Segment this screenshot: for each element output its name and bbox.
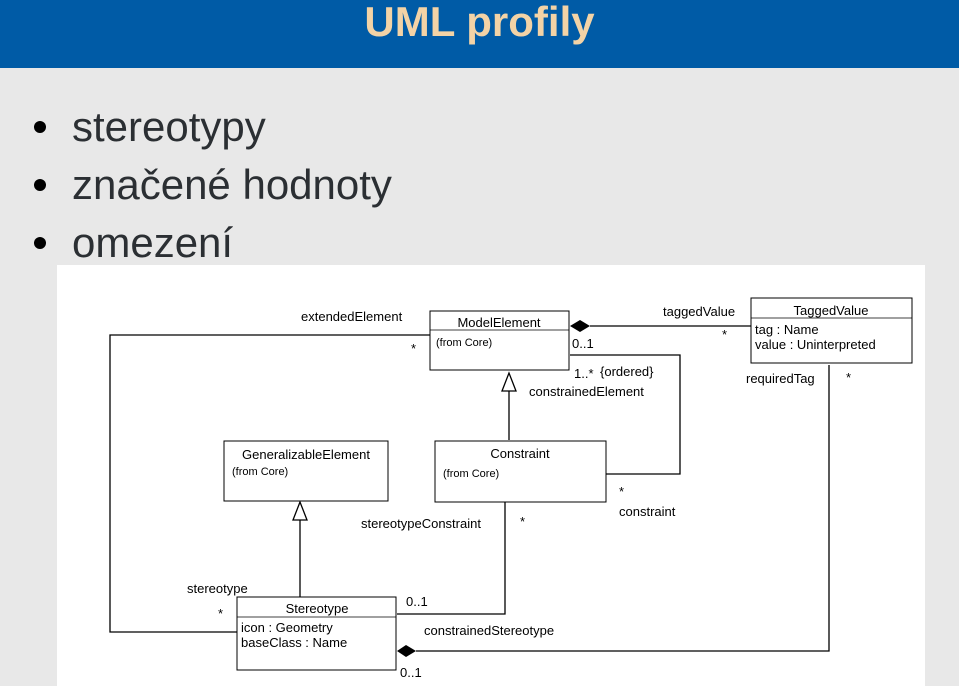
required-tag-association: [416, 365, 830, 652]
class-name: TaggedValue: [794, 303, 869, 318]
generalization-arrow-icon: [501, 371, 517, 392]
class-note: (from Core): [443, 468, 499, 480]
bullet-list: stereotypy značené hodnoty omezení: [34, 98, 392, 272]
multiplicity-label: 1..*: [574, 366, 594, 381]
class-constraint: Constraint (from Core): [434, 440, 607, 503]
role-label: taggedValue: [663, 304, 735, 319]
multiplicity-label: *: [218, 606, 223, 621]
class-stereotype: Stereotype icon : Geometry baseClass : N…: [236, 596, 397, 671]
extended-element-association: [109, 334, 430, 633]
title-bar: [0, 0, 959, 68]
bullet-text: stereotypy: [72, 103, 266, 150]
constraint-label: {ordered}: [600, 364, 654, 379]
class-note: (from Core): [436, 337, 492, 349]
class-generalizable-element: GeneralizableElement (from Core): [223, 440, 389, 502]
class-attribute: icon : Geometry: [241, 620, 333, 635]
multiplicity-label: *: [846, 370, 851, 385]
bullet-text: omezení: [72, 219, 234, 266]
class-note: (from Core): [232, 466, 288, 478]
multiplicity-label: *: [411, 341, 416, 356]
multiplicity-label: *: [619, 484, 624, 499]
class-name: GeneralizableElement: [242, 447, 370, 462]
connectors: [109, 325, 830, 652]
multiplicity-label: 0..1: [572, 336, 594, 351]
uml-diagram-svg: ModelElement (from Core) TaggedValue tag…: [109, 297, 913, 680]
composition-diamond-icon: [570, 320, 590, 332]
constrained-element-association: [570, 354, 681, 475]
constrained-stereotype-association: [397, 502, 506, 615]
class-name: Constraint: [490, 446, 550, 461]
bullet-item: značené hodnoty: [34, 156, 392, 214]
class-tagged-value: TaggedValue tag : Name value : Uninterpr…: [750, 297, 913, 364]
class-name: ModelElement: [457, 315, 540, 330]
role-label: extendedElement: [301, 309, 403, 324]
class-attribute: baseClass : Name: [241, 635, 347, 650]
generalization-arrow-icon: [292, 500, 308, 521]
class-name: Stereotype: [286, 601, 349, 616]
role-label: requiredTag: [746, 371, 815, 386]
composition-diamond-icon: [397, 645, 416, 657]
bullet-text: značené hodnoty: [72, 161, 392, 208]
multiplicity-label: *: [520, 514, 525, 529]
role-label: constrainedStereotype: [424, 623, 554, 638]
bullet-dot-icon: [34, 237, 46, 249]
role-label: constrainedElement: [529, 384, 644, 399]
multiplicity-label: 0..1: [400, 665, 422, 680]
multiplicity-label: 0..1: [406, 594, 428, 609]
role-label: stereotypeConstraint: [361, 516, 481, 531]
association-labels: extendedElement * taggedValue * 0..1 1..…: [187, 304, 851, 680]
role-label: stereotype: [187, 581, 248, 596]
bullet-dot-icon: [34, 179, 46, 191]
class-attribute: tag : Name: [755, 322, 819, 337]
class-attribute: value : Uninterpreted: [755, 337, 876, 352]
bullet-dot-icon: [34, 121, 46, 133]
class-model-element: ModelElement (from Core): [429, 310, 570, 371]
uml-diagram: ModelElement (from Core) TaggedValue tag…: [57, 265, 925, 686]
bullet-item: stereotypy: [34, 98, 392, 156]
role-label: constraint: [619, 504, 676, 519]
multiplicity-label: *: [722, 327, 727, 342]
bullet-item: omezení: [34, 214, 392, 272]
slide-title: UML profily: [364, 0, 595, 45]
